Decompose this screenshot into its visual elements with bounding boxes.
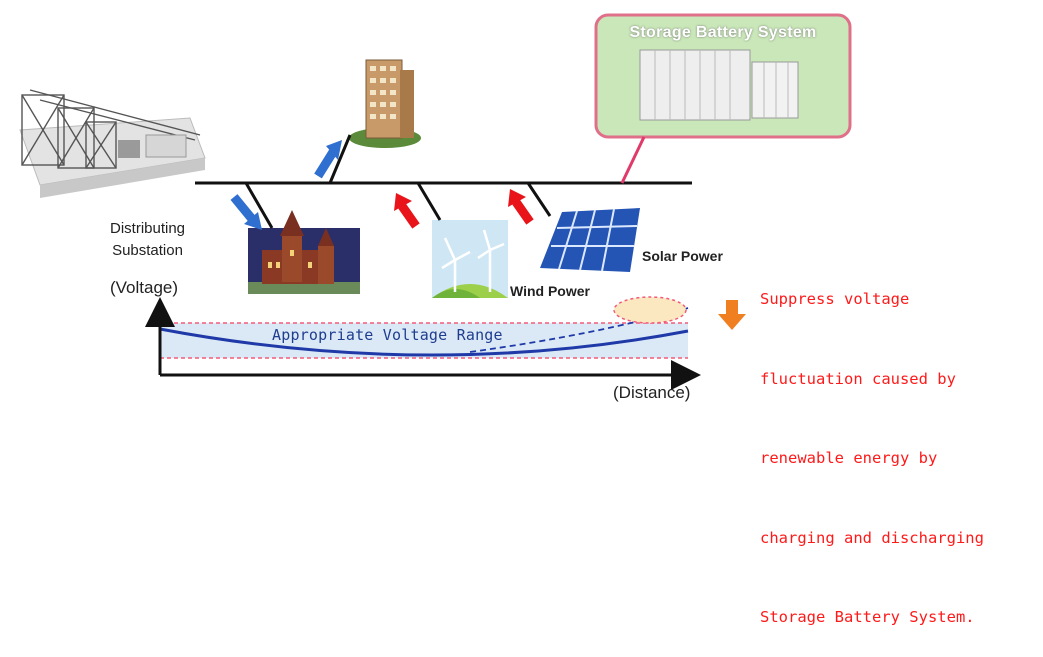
distribution-diagram [19,13,852,390]
storage-battery-panel [594,13,852,139]
highlight-ellipse [613,296,687,324]
highlight-arrow [718,300,746,330]
voltage-range-label: Appropriate Voltage Range [272,326,503,344]
note-line: Storage Battery System. [760,608,975,626]
generation-arrow-wind [394,193,420,229]
wind-turbine-image [432,220,508,298]
y-axis-label: (Voltage) [110,278,179,297]
storage-connection-line [620,136,646,184]
note-line: charging and discharging [760,528,984,547]
substation-label: Distributing Substation [110,218,185,262]
load-arrow-town [230,194,262,230]
town-image [248,210,360,294]
note-line: renewable energy by [760,449,938,467]
explanation-note: Suppress voltage fluctuation caused by r… [760,233,984,657]
substation-label-line1: Distributing [110,220,186,237]
storage-battery-label: Storage Battery System [629,24,817,41]
building-image [349,59,421,148]
generation-arrow-solar [508,189,534,225]
solar-power-label: Solar Power [642,248,723,264]
voltage-range-band [160,323,688,358]
voltage-rise-curve [469,307,689,353]
load-arrow-building [314,140,342,179]
note-line: Suppress voltage [760,290,910,308]
power-line [195,134,692,229]
substation-image [19,89,206,198]
wind-power-label: Wind Power [510,283,590,299]
substation-label-line2: Substation [112,242,183,259]
solar-panel-image [540,208,640,272]
voltage-curve [159,327,689,357]
note-line: fluctuation caused by [760,369,956,388]
x-axis-label: (Distance) [613,383,691,402]
